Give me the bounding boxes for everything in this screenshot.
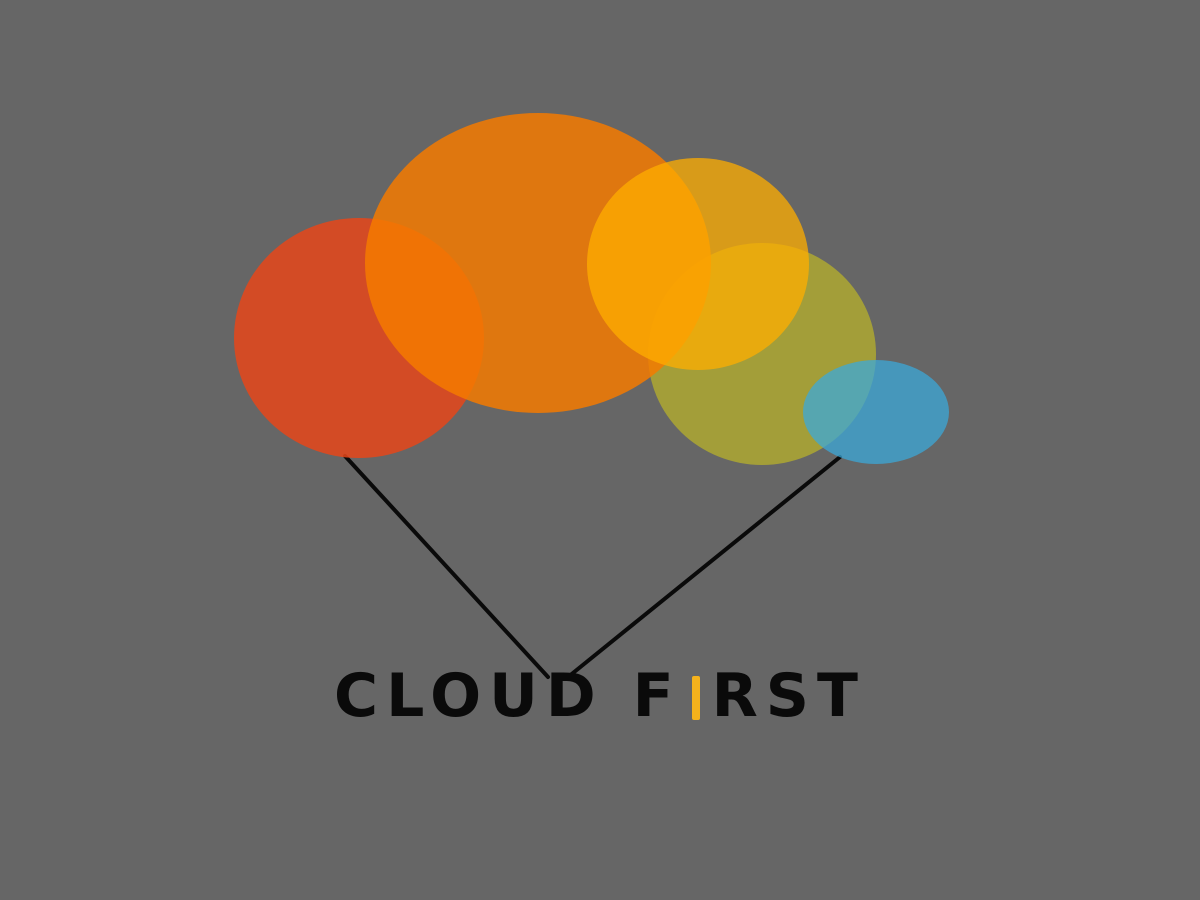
wordmark-f: F — [632, 661, 682, 731]
right-string — [566, 455, 842, 679]
wordmark-rst: RST — [711, 661, 866, 731]
wordmark-cloud: CLOUD — [334, 661, 604, 731]
brand-wordmark: CLOUD F RST — [0, 660, 1200, 732]
amber-circle — [587, 158, 809, 370]
wordmark-accent-i — [691, 676, 700, 720]
left-string — [343, 454, 550, 679]
blue-circle — [803, 360, 949, 464]
